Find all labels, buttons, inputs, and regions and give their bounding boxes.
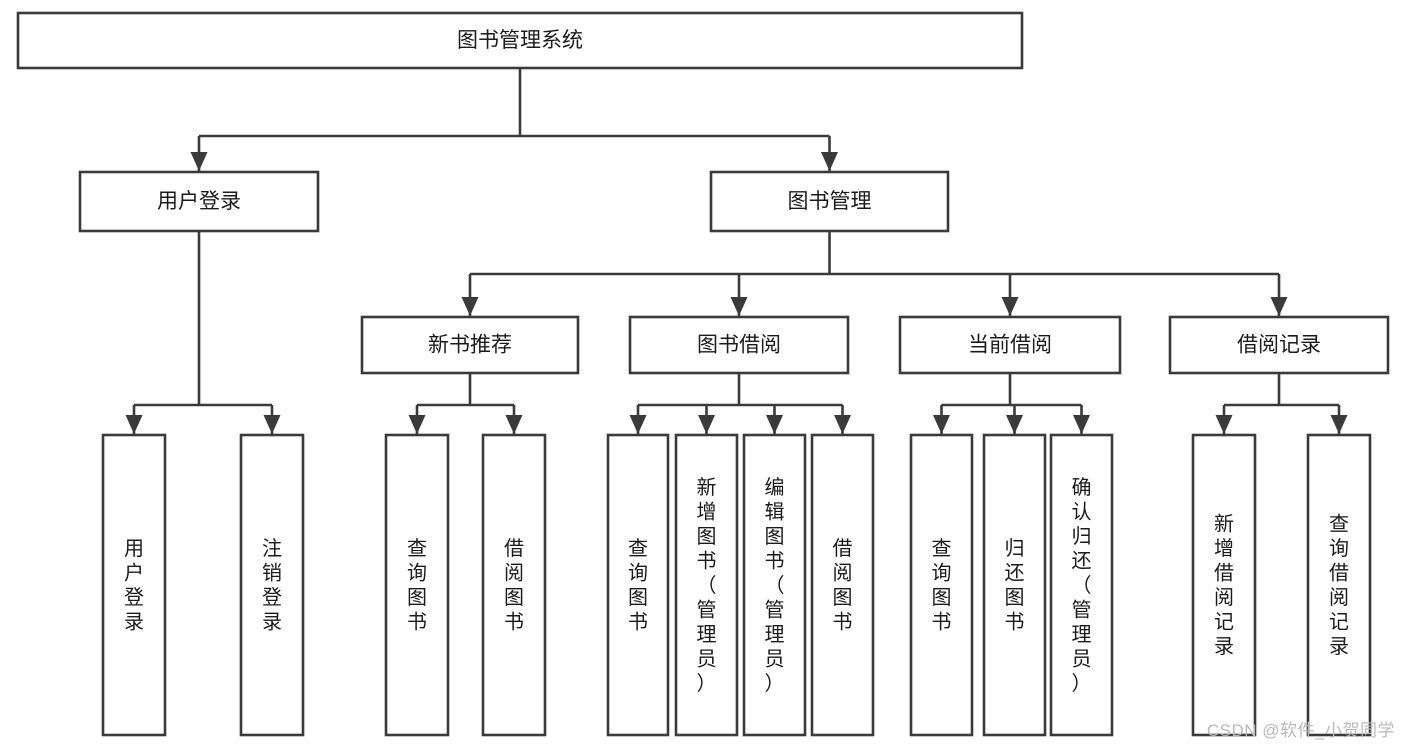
node-book-borrow-box[interactable]	[628, 315, 850, 375]
node-borrow-record-box[interactable]	[1168, 315, 1390, 375]
nodes-layer: 图书管理系统用户登录图书管理新书推荐图书借阅当前借阅借阅记录用户登录注销登录查询…	[16, 11, 1390, 737]
node-book-manage-label: 图书管理	[788, 190, 872, 213]
node-leaf-add-book-box[interactable]	[674, 433, 739, 737]
arrow-head-icon	[1001, 297, 1019, 316]
node-leaf-add-record[interactable]: 新增借阅记录	[1191, 433, 1257, 737]
node-leaf-borrow-book-2[interactable]: 借阅图书	[810, 433, 875, 737]
node-leaf-add-record-box[interactable]	[1191, 433, 1257, 737]
node-leaf-query-book-2[interactable]: 查询图书	[606, 433, 670, 737]
node-leaf-query-book-1[interactable]: 查询图书	[384, 433, 450, 737]
node-leaf-edit-book[interactable]: 编辑图书（管理员）	[742, 433, 807, 737]
arrow-head-icon	[933, 415, 950, 434]
node-leaf-query-book-3-box[interactable]	[909, 433, 974, 737]
node-book-borrow[interactable]: 图书借阅	[628, 315, 850, 375]
node-leaf-add-book-label: 新增图书（管理员）	[697, 476, 717, 695]
arrow-head-icon	[821, 152, 838, 171]
node-leaf-return-book-box[interactable]	[982, 433, 1047, 737]
node-user-login-box[interactable]	[78, 170, 320, 233]
node-borrow-record-label: 借阅记录	[1237, 334, 1321, 357]
node-leaf-borrow-book-2-box[interactable]	[810, 433, 875, 737]
arrow-head-icon	[834, 415, 851, 434]
arrow-head-icon	[408, 415, 426, 434]
node-user-login[interactable]: 用户登录	[78, 170, 320, 233]
node-leaf-query-book-2-box[interactable]	[606, 433, 670, 737]
arrow-head-icon	[730, 297, 748, 316]
node-book-manage[interactable]: 图书管理	[709, 170, 950, 233]
node-new-book-recommend-box[interactable]	[360, 315, 580, 375]
node-leaf-edit-book-label: 编辑图书（管理员）	[765, 476, 785, 695]
node-root-system-label: 图书管理系统	[457, 29, 583, 52]
node-leaf-confirm-return-box[interactable]	[1049, 433, 1114, 737]
arrow-head-icon	[1073, 415, 1090, 434]
node-leaf-confirm-return-label: 确认归还（管理员）	[1072, 476, 1092, 695]
node-user-login-label: 用户登录	[157, 190, 241, 213]
node-leaf-borrow-book-1[interactable]: 借阅图书	[481, 433, 547, 737]
node-leaf-logout-label: 注销登录	[262, 537, 282, 634]
node-book-borrow-label: 图书借阅	[697, 334, 781, 357]
node-leaf-borrow-book-1-box[interactable]	[481, 433, 547, 737]
node-leaf-user-login[interactable]: 用户登录	[101, 433, 167, 737]
arrow-head-icon	[125, 415, 143, 434]
arrow-head-icon	[1330, 415, 1348, 434]
node-leaf-edit-book-box[interactable]	[742, 433, 807, 737]
node-leaf-query-book-3[interactable]: 查询图书	[909, 433, 974, 737]
arrow-head-icon	[461, 297, 479, 316]
node-leaf-query-record-box[interactable]	[1306, 433, 1372, 737]
node-leaf-user-login-label: 用户登录	[124, 538, 144, 634]
arrow-head-icon	[1270, 297, 1288, 316]
arrow-head-icon	[263, 415, 281, 434]
node-leaf-return-book[interactable]: 归还图书	[982, 433, 1047, 737]
node-leaf-logout[interactable]: 注销登录	[239, 433, 305, 737]
node-leaf-user-login-box[interactable]	[101, 433, 167, 737]
arrow-head-icon	[1006, 415, 1023, 434]
node-leaf-borrow-book-1-label: 借阅图书	[504, 537, 524, 634]
node-leaf-query-book-1-box[interactable]	[384, 433, 450, 737]
arrow-head-icon	[698, 415, 715, 434]
node-new-book-recommend[interactable]: 新书推荐	[360, 315, 580, 375]
arrow-head-icon	[766, 415, 783, 434]
node-new-book-recommend-label: 新书推荐	[428, 334, 512, 357]
node-leaf-logout-box[interactable]	[239, 433, 305, 737]
node-leaf-query-book-3-label: 查询图书	[932, 537, 952, 634]
node-root-system-box[interactable]	[16, 11, 1024, 70]
node-leaf-query-record-label: 查询借阅记录	[1329, 513, 1349, 659]
node-leaf-query-record[interactable]: 查询借阅记录	[1306, 433, 1372, 737]
node-borrow-record[interactable]: 借阅记录	[1168, 315, 1390, 375]
node-leaf-return-book-label: 归还图书	[1005, 537, 1025, 634]
node-current-borrow[interactable]: 当前借阅	[898, 315, 1122, 375]
arrow-head-icon	[629, 415, 647, 434]
node-leaf-query-book-2-label: 查询图书	[628, 537, 648, 634]
node-leaf-confirm-return[interactable]: 确认归还（管理员）	[1049, 433, 1114, 737]
connectors-layer	[125, 68, 1348, 434]
node-current-borrow-label: 当前借阅	[968, 334, 1052, 357]
node-leaf-query-book-1-label: 查询图书	[407, 537, 427, 634]
node-current-borrow-box[interactable]	[898, 315, 1122, 375]
arrow-head-icon	[505, 415, 523, 434]
node-leaf-add-record-label: 新增借阅记录	[1214, 513, 1234, 659]
arrow-head-icon	[1215, 415, 1233, 434]
arrow-head-icon	[190, 152, 208, 171]
node-root-system[interactable]: 图书管理系统	[16, 11, 1024, 70]
node-book-manage-box[interactable]	[709, 170, 950, 233]
node-leaf-add-book[interactable]: 新增图书（管理员）	[674, 433, 739, 737]
node-leaf-borrow-book-2-label: 借阅图书	[833, 537, 853, 634]
